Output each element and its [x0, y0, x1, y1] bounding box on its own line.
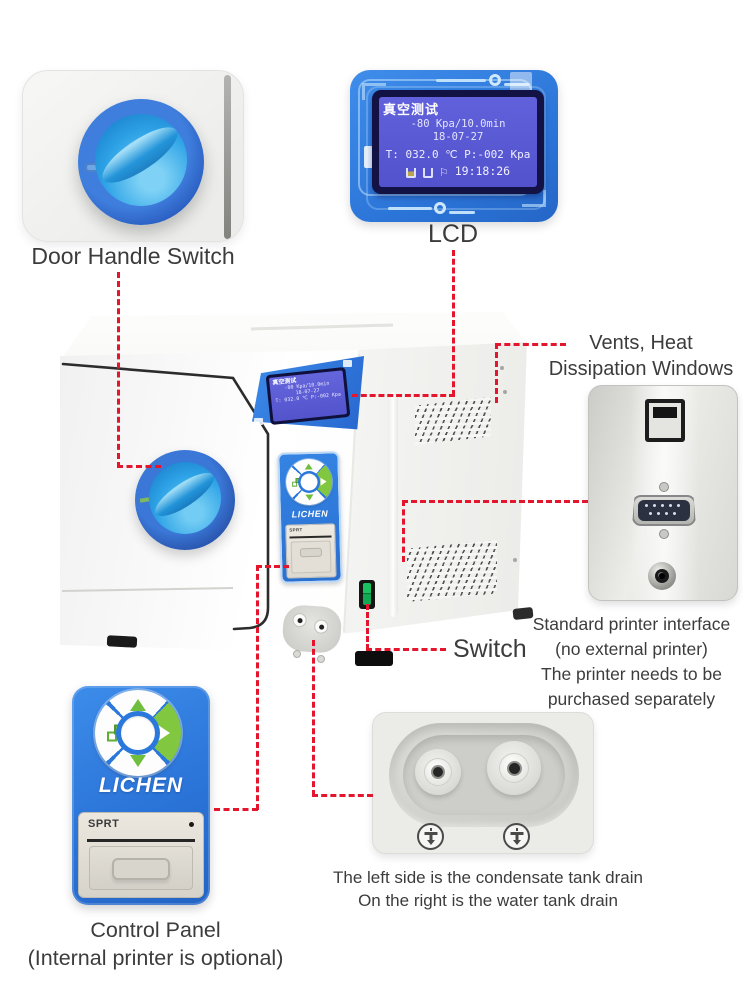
down-arrow-icon[interactable]	[130, 755, 146, 767]
flag-icon: ⚐	[439, 165, 448, 180]
door-handle-callout	[22, 70, 244, 242]
autoclave-machine: 真空测试 -80 Kpa/10.0min 18-07-27 T: 032.0 ℃…	[55, 302, 534, 670]
leader-printer-interface	[402, 500, 405, 562]
printer-caption-line1: Standard printer interface	[532, 614, 731, 634]
deco-ring	[489, 74, 501, 86]
confirm-button[interactable]	[300, 473, 318, 491]
leader-door-handle	[117, 272, 120, 468]
vents-label-line1: Vents, Heat	[589, 332, 693, 354]
printer-led	[189, 822, 194, 827]
control-panel-label-line1: Control Panel	[90, 918, 221, 942]
door-edge-stripe	[224, 75, 231, 239]
dpad-control[interactable]	[285, 458, 333, 506]
lcd-temp-line: T: 032.0 ℃ P:-002 Kpa	[385, 148, 531, 161]
brand-logo: LICHEN	[291, 508, 329, 520]
condensate-drain-nozzle[interactable]	[292, 612, 308, 628]
up-arrow-icon[interactable]	[130, 699, 146, 711]
printer-brand: SPRT	[289, 527, 303, 533]
leader-control-panel	[256, 565, 289, 568]
upper-vents	[415, 397, 491, 445]
lcd-callout: 真空测试 -80 Kpa/10.0min 18-07-27 T: 032.0 ℃…	[350, 70, 558, 222]
brand-logo: LICHEN	[98, 774, 184, 797]
drain-callout	[372, 712, 594, 854]
lcd-program-title: 真空测试	[383, 103, 440, 118]
key-slot-icon	[85, 163, 101, 172]
machine-printer: SPRT	[285, 523, 337, 579]
printer-caption-line3: The printer needs to be	[541, 664, 722, 684]
lcd-screen: 真空测试 -80 Kpa/10.0min 18-07-27 T: 032.0 ℃…	[379, 97, 537, 187]
cup-filled-icon	[405, 168, 416, 178]
vents-label-line2: Dissipation Windows	[548, 358, 734, 380]
play-icon[interactable]	[320, 477, 327, 486]
cup-empty-icon	[422, 168, 433, 178]
machine-control-panel: LICHEN SPRT	[277, 451, 343, 584]
machine-lcd-display: 真空测试 -80 Kpa/10.0min 18-07-27 T: 032.0 ℃…	[265, 366, 351, 426]
power-jack-icon	[648, 562, 676, 590]
down-arrow-icon[interactable]	[305, 494, 314, 501]
usb-port-icon	[645, 399, 685, 442]
water-drain-nozzle[interactable]	[313, 619, 329, 635]
control-panel-callout: LICHEN SPRT	[72, 686, 210, 905]
play-icon[interactable]	[158, 725, 170, 741]
leader-printer-interface	[402, 500, 588, 503]
dpad-control[interactable]	[95, 690, 181, 776]
drain-valve-icon	[503, 823, 530, 850]
machine-door-handle[interactable]	[135, 450, 235, 550]
program-icon[interactable]	[292, 477, 301, 487]
leader-vents	[495, 343, 566, 346]
leader-lcd	[452, 250, 455, 396]
printer-interface-callout	[588, 385, 738, 601]
confirm-button[interactable]	[121, 716, 155, 750]
paper-slot	[87, 839, 195, 842]
leader-door-handle	[117, 465, 161, 468]
paper-slot	[289, 535, 332, 539]
leader-drain	[312, 640, 315, 796]
lcd-label: LCD	[427, 220, 478, 248]
machine-foot	[512, 606, 534, 621]
lcd-date-line: 18-07-27	[432, 131, 484, 143]
switch-label: Switch	[453, 635, 527, 663]
internal-printer: SPRT	[78, 812, 204, 898]
db9-serial-port-icon	[632, 482, 696, 539]
deco-ring	[434, 202, 446, 214]
drain-valve-icon	[417, 823, 444, 850]
door-handle-label: Door Handle Switch	[31, 243, 235, 269]
side-groove	[388, 392, 398, 617]
machine-foot	[106, 635, 138, 648]
leader-control-panel	[214, 808, 258, 811]
printer-flap[interactable]	[89, 846, 193, 890]
printer-caption-line2: (no external printer)	[555, 639, 708, 659]
lcd-time: 19:18:26	[454, 164, 511, 178]
drain-caption-line1: The left side is the condensate tank dra…	[333, 868, 643, 887]
drain-caption-line2: On the right is the water tank drain	[358, 891, 618, 910]
machine-power-switch[interactable]	[359, 580, 375, 609]
leader-vents	[495, 343, 498, 403]
up-arrow-icon[interactable]	[304, 463, 313, 470]
printer-brand: SPRT	[88, 818, 120, 830]
leader-lcd	[352, 394, 455, 397]
lcd-pressure-line: -80 Kpa/10.0min	[410, 118, 506, 130]
machine-foot	[355, 651, 393, 666]
leader-drain	[312, 794, 373, 797]
leader-switch	[366, 604, 369, 650]
lower-vents	[407, 540, 497, 602]
leader-switch	[366, 648, 446, 651]
printer-flap[interactable]	[290, 540, 332, 574]
lcd-display: 真空测试 -80 Kpa/10.0min 18-07-27 T: 032.0 ℃…	[372, 90, 544, 194]
door-handle-knob-icon	[78, 99, 204, 225]
control-panel-label-line2: (Internal printer is optional)	[27, 946, 284, 970]
leader-control-panel	[256, 565, 259, 810]
printer-caption-line4: purchased separately	[547, 689, 716, 709]
